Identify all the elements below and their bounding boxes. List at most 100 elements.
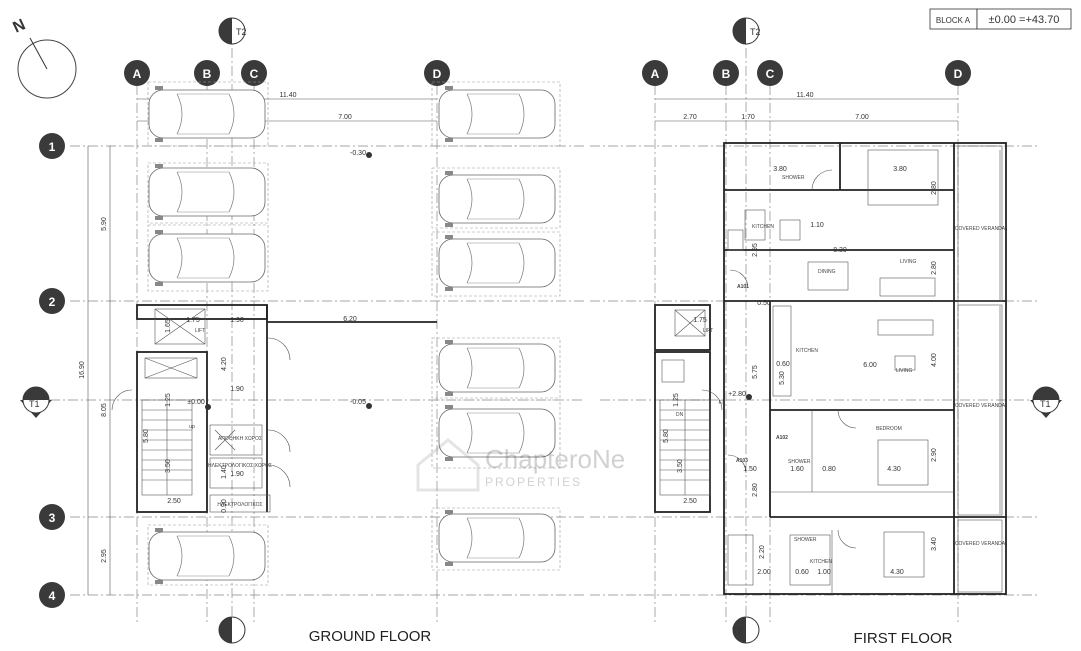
ff-dim-bc: 1.70 (741, 114, 755, 121)
first-floor-title: FIRST FLOOR (854, 630, 953, 647)
north-letter: N (11, 16, 29, 36)
gf-stair-580: 5.80 (143, 429, 150, 443)
gf-small-h2: 0.90 (221, 499, 228, 513)
gf-up-label: up (189, 424, 195, 430)
ff-d340: 3.40 (931, 537, 938, 551)
col-a-label: A (133, 67, 142, 81)
block-name: BLOCK A (936, 16, 971, 25)
ground-parking (147, 81, 561, 586)
ff-stair-h: 3.50 (677, 459, 684, 473)
gf-room3-label: ΗΛΕΚΤΡΟΛΟΓΙΚΟΣ (217, 502, 262, 508)
ground-floor-title: GROUND FLOOR (309, 628, 432, 645)
ff-d060: 0.60 (776, 361, 790, 368)
gf-corr2: 1.90 (230, 386, 244, 393)
ground-core (111, 152, 437, 513)
row-1-label: 1 (49, 140, 56, 154)
row-4-label: 4 (49, 589, 56, 603)
ff-shower-2: SHOWER (788, 459, 811, 465)
first-floor-walls (654, 142, 1007, 595)
ff-d430b: 4.30 (890, 569, 904, 576)
t2-bottom-first: T2 (732, 626, 743, 636)
ff-a102: A102 (776, 435, 788, 441)
ff-stair-up: 1.25 (673, 393, 680, 407)
ff-a101: A101 (737, 284, 749, 290)
ff-bedroom-1: BEDROOM (876, 426, 902, 432)
ff-d600: 6.00 (863, 362, 877, 369)
col-d-label: D (433, 67, 442, 81)
block-level: ±0.00 =+43.70 (989, 14, 1060, 26)
ff-stair-580: 5.80 (663, 429, 670, 443)
ff-veranda-1: COVERED VERANDA (955, 226, 1006, 232)
ff-level-280: +2.80 (728, 391, 746, 398)
ground-labels: 1.75 1.65 LIFT 1.90 6.20 4.20 1.90 ±0.00… (143, 150, 366, 513)
col-a-label-ff: A (651, 67, 660, 81)
col-b-label-ff: B (722, 67, 731, 81)
ff-d050: 0.50 (757, 300, 771, 307)
ff-kitchen-2: KITCHEN (796, 348, 818, 354)
ff-d280b: 2.80 (931, 261, 938, 275)
first-dimensions: 11.40 2.70 1.70 7.00 (655, 92, 958, 122)
ff-d150: 1.50 (743, 466, 757, 473)
ff-shower-3: SHOWER (794, 537, 817, 543)
ff-d430a: 4.30 (887, 466, 901, 473)
gf-stair-up: 1.25 (165, 393, 172, 407)
col-d-label-ff: D (954, 67, 963, 81)
first-col-bubbles: A B C D (642, 60, 971, 86)
ff-d575: 5.75 (752, 365, 759, 379)
gf-stair-w: 2.50 (167, 498, 181, 505)
ff-dining: DINING (818, 269, 836, 275)
ff-d280c: 2.80 (752, 483, 759, 497)
gf-dim-23: 8.05 (101, 403, 108, 417)
gf-lift-w: 1.75 (186, 317, 200, 324)
col-b-label: B (203, 67, 212, 81)
north-arrow: N (11, 16, 77, 99)
ff-d200: 2.00 (757, 569, 771, 576)
block-label: BLOCK A ±0.00 =+43.70 (929, 8, 1072, 30)
gf-level-030: -0.30 (350, 150, 366, 157)
gf-dim-cd: 7.00 (338, 114, 352, 121)
gf-room1-label: ΑΠΟΘΗΚΗ ΧΩΡΟΣ (218, 436, 262, 442)
ff-lift-w: 1.75 (693, 317, 707, 324)
ff-stair-w: 2.50 (683, 498, 697, 505)
ff-d400: 4.00 (931, 353, 938, 367)
row-3-label: 3 (49, 511, 56, 525)
ff-level-ff: F.F (719, 400, 726, 406)
ff-d160: 1.60 (790, 466, 804, 473)
ff-veranda-2: COVERED VERANDA (955, 403, 1006, 409)
ff-veranda-3: COVERED VERANDA (955, 541, 1006, 547)
ff-shower-1: SHOWER (782, 175, 805, 181)
gf-room2-label: ΗΛΕΚΤΡΟΛΟΓΙΚΟΣ ΧΩΡΟΣ (208, 463, 272, 469)
ff-d830: 8.30 (833, 247, 847, 254)
row-bubbles: 1 2 3 4 (39, 133, 65, 608)
ground-col-bubbles: A B C D (124, 60, 450, 86)
t1-right-first: T1 (1040, 399, 1051, 409)
ff-living-2: LIVING (896, 368, 913, 374)
gf-corr3: 1.90 (230, 471, 244, 478)
ff-dim-ab: 2.70 (683, 114, 697, 121)
gf-total-height: 16.90 (79, 361, 86, 379)
gf-lift-label: LIFT (195, 328, 205, 334)
col-c-label: C (250, 67, 259, 81)
gf-dim-34: 2.95 (101, 549, 108, 563)
gf-small-h: 1.40 (221, 465, 228, 479)
ff-d060b: 0.60 (795, 569, 809, 576)
t1-left-ground: T1 (29, 399, 40, 409)
ff-living-1: LIVING (900, 259, 917, 265)
gf-total-width: 11.40 (280, 92, 297, 99)
ff-d380a: 3.80 (773, 166, 787, 173)
ground-dimensions: 11.40 2.70 1.70 7.00 16.90 5.90 8.05 2.9… (79, 92, 437, 595)
ff-d110: 1.10 (810, 222, 824, 229)
gf-level-00: ±0.00 (187, 399, 205, 406)
ff-d530: 5.30 (779, 371, 786, 385)
t2-top-ground: T2 (236, 27, 247, 37)
first-stairs (659, 399, 711, 496)
ff-kitchen-3: KITCHEN (810, 559, 832, 565)
row-2-label: 2 (49, 295, 56, 309)
gf-corr-h: 4.20 (221, 357, 228, 371)
gf-dim-12: 5.90 (101, 217, 108, 231)
ff-d290: 2.90 (931, 448, 938, 462)
ff-d280a: 2.80 (931, 181, 938, 195)
ff-total-width: 11.40 (797, 92, 814, 99)
col-c-label-ff: C (766, 67, 775, 81)
